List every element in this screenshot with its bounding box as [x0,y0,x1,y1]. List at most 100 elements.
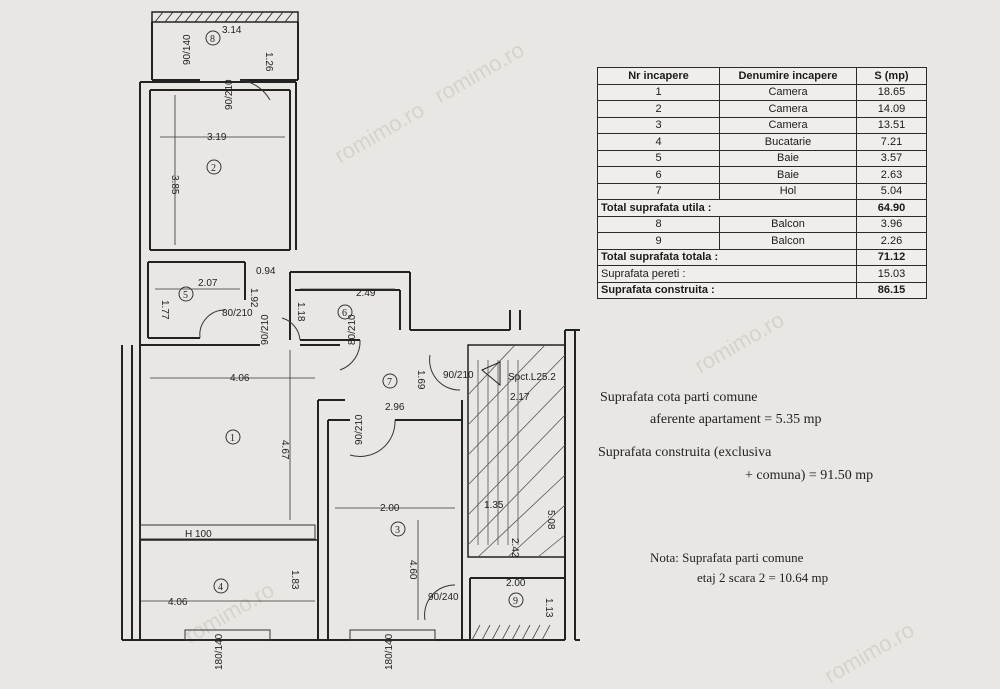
room-number: 8 [210,34,215,45]
door-label: 90/210 [354,414,365,445]
dim-label: 0.94 [256,266,276,277]
room-name: Camera [719,83,857,101]
door-arc [349,419,396,457]
room-area: 7.21 [856,133,927,151]
room-nr: 3 [597,116,720,134]
door-arc [281,317,301,341]
counter-label: H 100 [185,529,212,540]
room-name: Baie [719,149,857,167]
room-nr: 6 [597,166,720,184]
room-1-walls [139,344,345,640]
room-number: 6 [342,308,347,319]
balcony-8-walls [151,22,299,81]
dim-label: 3.19 [207,132,227,143]
kitchen-counter [139,524,316,540]
dim-label: 4.06 [168,597,188,608]
note-construita-line1: Suprafata construita (exclusiva [598,445,772,460]
column-header: Denumire incapere [719,67,857,85]
total-utila-value: 64.90 [856,199,927,217]
door-label: 90/210 [260,314,271,345]
door-label: 80/210 [222,308,253,319]
room-2-walls [149,89,291,251]
total-utila-label: Total suprafata utila : [597,199,857,217]
dim-label: 5.08 [545,510,556,530]
dim-label: 2.07 [198,278,218,289]
room-name: Camera [719,100,857,118]
dim-label: 1.83 [289,570,300,590]
room-area: 18.65 [856,83,927,101]
door-label: 180/140 [214,633,225,670]
room-area: 2.63 [856,166,927,184]
room-number: 1 [230,433,235,444]
pereti-label: Suprafata pereti : [597,265,857,283]
column-header: Nr incapere [597,67,720,85]
table-total-row: Suprafata construita :86.15 [597,281,927,299]
dim-label: 1.35 [484,500,504,511]
window-kitchen [184,629,271,641]
room-name: Camera [719,116,857,134]
room-nr: 8 [597,215,720,233]
table-total-row: Suprafata pereti :15.03 [597,265,927,283]
table-total-row: Total suprafata totala :71.12 [597,248,927,266]
pereti-value: 15.03 [856,265,927,283]
door-arc [199,309,226,339]
door-label: 90/210 [224,79,235,110]
note-cota-line2: aferente apartament = 5.35 mp [650,412,822,427]
column-header: S (mp) [856,67,927,85]
door-arc [339,339,361,371]
dim-label: 2.42 [509,538,520,558]
outer-walls [121,81,565,641]
dim-label: 1.77 [159,300,170,320]
room-area: 14.09 [856,100,927,118]
stair-label: Spct.L25.2 [508,372,556,383]
room-nr: 9 [597,232,720,250]
room-name: Hol [719,182,857,200]
dim-label: 1.69 [415,370,426,390]
dim-label: 1.13 [543,598,554,618]
room-nr: 4 [597,133,720,151]
room-6-walls [289,271,430,341]
note-construita-line2: + comuna) = 91.50 mp [745,468,874,483]
room-area: 2.26 [856,232,927,250]
table-header-row: Nr incapere Denumire incapere S (mp) [597,67,927,85]
dim-label: 4.67 [279,440,290,460]
door-label: 90/240 [428,592,459,603]
room-area: 3.96 [856,215,927,233]
construita-label: Suprafata construita : [597,281,857,299]
dim-label: 3.14 [222,25,242,36]
room-number: 4 [218,582,223,593]
dim-label: 3.85 [169,175,180,195]
dim-label: 2.96 [385,402,405,413]
room-nr: 2 [597,100,720,118]
dim-label: 1.92 [248,288,259,308]
dim-label: 4.06 [230,373,250,384]
room-nr: 7 [597,182,720,200]
room-nr: 1 [597,83,720,101]
dim-label: 2.00 [380,503,400,514]
room-area: 5.04 [856,182,927,200]
stairwell [467,344,566,558]
room-number: 7 [387,377,392,388]
note-nota-line2: etaj 2 scara 2 = 10.64 mp [697,570,829,585]
room-5-walls [147,261,246,339]
room-area: 13.51 [856,116,927,134]
window-room-3 [349,629,436,641]
room-number: 2 [211,163,216,174]
room-name: Balcon [719,215,857,233]
room-number: 9 [513,596,518,607]
room-area: 3.57 [856,149,927,167]
total-totala-label: Total suprafata totala : [597,248,857,266]
table-total-row: Total suprafata utila :64.90 [597,199,927,217]
door-arc [239,79,271,101]
dim-label: 1.26 [263,52,274,72]
dim-label: 2.17 [510,392,530,403]
stair-walls [430,310,580,641]
